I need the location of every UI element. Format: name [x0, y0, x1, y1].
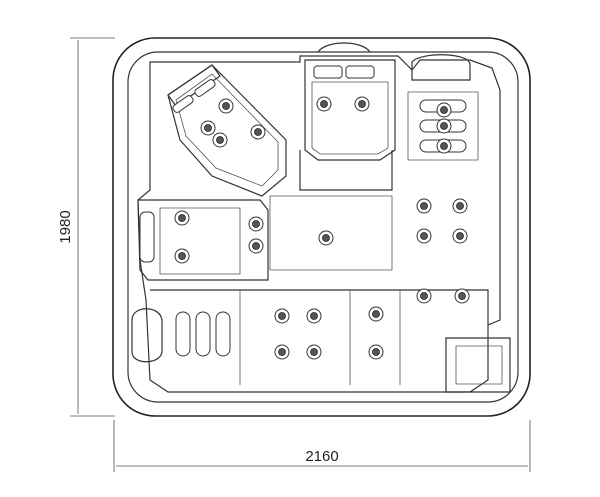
corner-step [445, 337, 511, 393]
spa-outer-shell [112, 37, 531, 417]
jet-nozzle-icon [420, 292, 428, 300]
jet-nozzle-icon [420, 202, 428, 210]
height-dimension: 1980 [57, 37, 115, 417]
jet-nozzle-icon [322, 234, 330, 242]
jet-nozzle-icon [372, 348, 380, 356]
jet-nozzle-icon [178, 214, 186, 222]
jet-nozzle-icon [278, 348, 286, 356]
lounge-seat-top [299, 59, 396, 191]
corner-seat [167, 64, 287, 197]
headrest-pillow-left [313, 65, 343, 79]
jet-nozzle-icon [320, 100, 328, 108]
jet-nozzle-icon [178, 252, 186, 260]
jets-group [174, 96, 470, 360]
left-seat [137, 199, 269, 281]
jet-nozzle-icon [440, 106, 448, 114]
spa-inner-rim [127, 51, 519, 403]
jet-nozzle-icon [252, 220, 260, 228]
jet-nozzle-icon [216, 136, 224, 144]
jet-nozzle-icon [456, 232, 464, 240]
jet-nozzle-icon [358, 100, 366, 108]
height-label: 1980 [57, 210, 74, 243]
jet-nozzle-icon [222, 102, 230, 110]
right-seat [407, 54, 479, 161]
headrest-pillow-right [345, 65, 375, 79]
width-label: 2160 [305, 448, 338, 465]
jet-nozzle-icon [310, 348, 318, 356]
jet-nozzle-icon [440, 142, 448, 150]
width-dimension: 2160 [113, 420, 531, 472]
footwell [269, 195, 393, 271]
jet-nozzle-icon [204, 124, 212, 132]
jet-nozzle-icon [372, 310, 380, 318]
jet-nozzle-icon [252, 242, 260, 250]
jet-nozzle-icon [456, 202, 464, 210]
jet-nozzle-icon [440, 122, 448, 130]
headrest [167, 64, 221, 107]
bottom-bench [131, 289, 489, 385]
jet-nozzle-icon [458, 292, 466, 300]
jet-nozzle-icon [254, 128, 262, 136]
jet-nozzle-icon [420, 232, 428, 240]
bottom-headrest [131, 308, 163, 363]
left-headrest [139, 211, 155, 263]
jet-nozzle-icon [278, 312, 286, 320]
jet-nozzle-icon [310, 312, 318, 320]
